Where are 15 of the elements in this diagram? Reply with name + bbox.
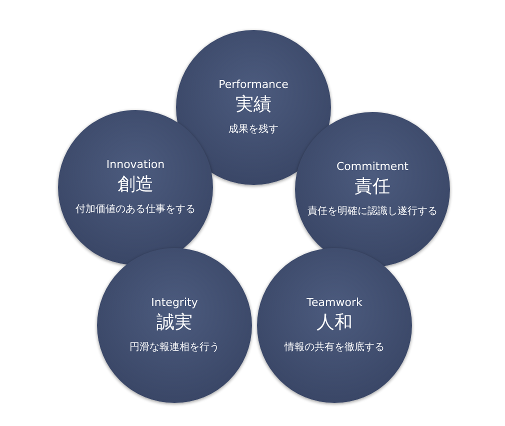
description: 円滑な報連相を行う xyxy=(130,342,220,355)
description: 責任を明確に認識し遂行する xyxy=(308,206,438,219)
english-label: Integrity xyxy=(151,296,198,310)
kanji-heading: 誠実 xyxy=(156,312,192,334)
english-label: Innovation xyxy=(106,158,165,172)
english-label: Performance xyxy=(218,78,288,92)
english-label: Teamwork xyxy=(306,296,362,310)
english-label: Commitment xyxy=(336,160,408,174)
kanji-heading: 人和 xyxy=(316,312,352,334)
kanji-heading: 創造 xyxy=(118,174,154,196)
description: 情報の共有を徹底する xyxy=(284,342,384,355)
kanji-heading: 責任 xyxy=(354,176,390,198)
description: 成果を残す xyxy=(228,124,278,137)
kanji-heading: 実績 xyxy=(236,94,272,116)
description: 付加価値のある仕事をする xyxy=(76,204,196,217)
